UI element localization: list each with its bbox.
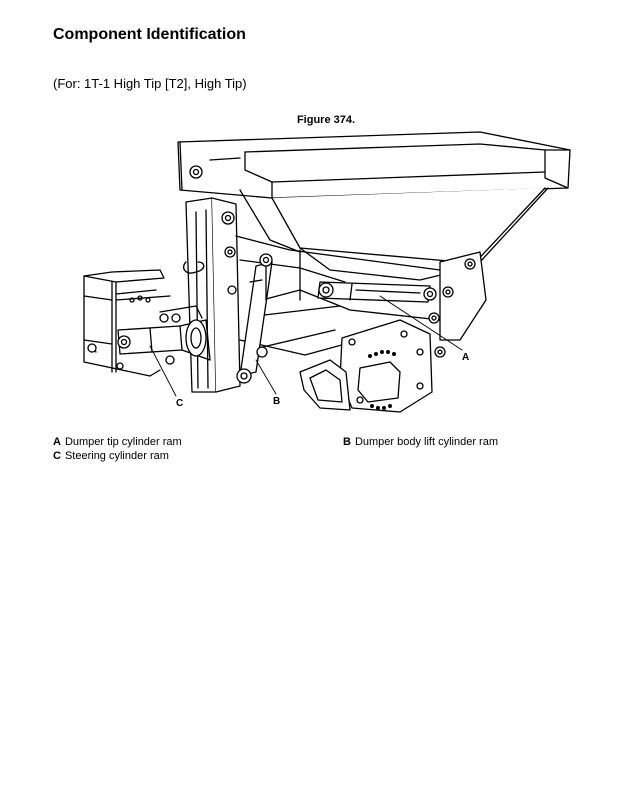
leader-line-c bbox=[149, 345, 177, 397]
callout-c: C bbox=[176, 398, 183, 409]
model-applicability: (For: 1T-1 High Tip [T2], High Tip) bbox=[53, 76, 247, 91]
lift-mast bbox=[185, 197, 241, 393]
callout-a: A bbox=[462, 352, 469, 363]
leader-line-a bbox=[379, 295, 463, 351]
page-title: Component Identification bbox=[53, 26, 246, 43]
legend-key: B bbox=[343, 436, 351, 448]
leader-line-b bbox=[255, 359, 277, 395]
legend-label: Steering cylinder ram bbox=[64, 450, 169, 462]
figure-title: Figure 374. bbox=[296, 114, 356, 126]
legend-label: Dumper tip cylinder ram bbox=[64, 436, 182, 448]
component-illustration: A B C bbox=[83, 131, 571, 413]
chassis-frame bbox=[83, 269, 171, 377]
hydraulic-hose bbox=[182, 261, 205, 274]
slew-plate bbox=[299, 319, 433, 413]
dumper-tip-cylinder bbox=[317, 281, 437, 303]
rear-mount-bracket bbox=[428, 251, 487, 358]
callout-b: B bbox=[273, 396, 280, 407]
leader-lines bbox=[149, 295, 463, 397]
dumper-body-lift-cylinder bbox=[236, 253, 273, 384]
legend-key: C bbox=[53, 450, 61, 462]
steering-cylinder bbox=[117, 305, 211, 365]
legend-label: Dumper body lift cylinder ram bbox=[354, 436, 499, 448]
legend-key: A bbox=[53, 436, 61, 448]
